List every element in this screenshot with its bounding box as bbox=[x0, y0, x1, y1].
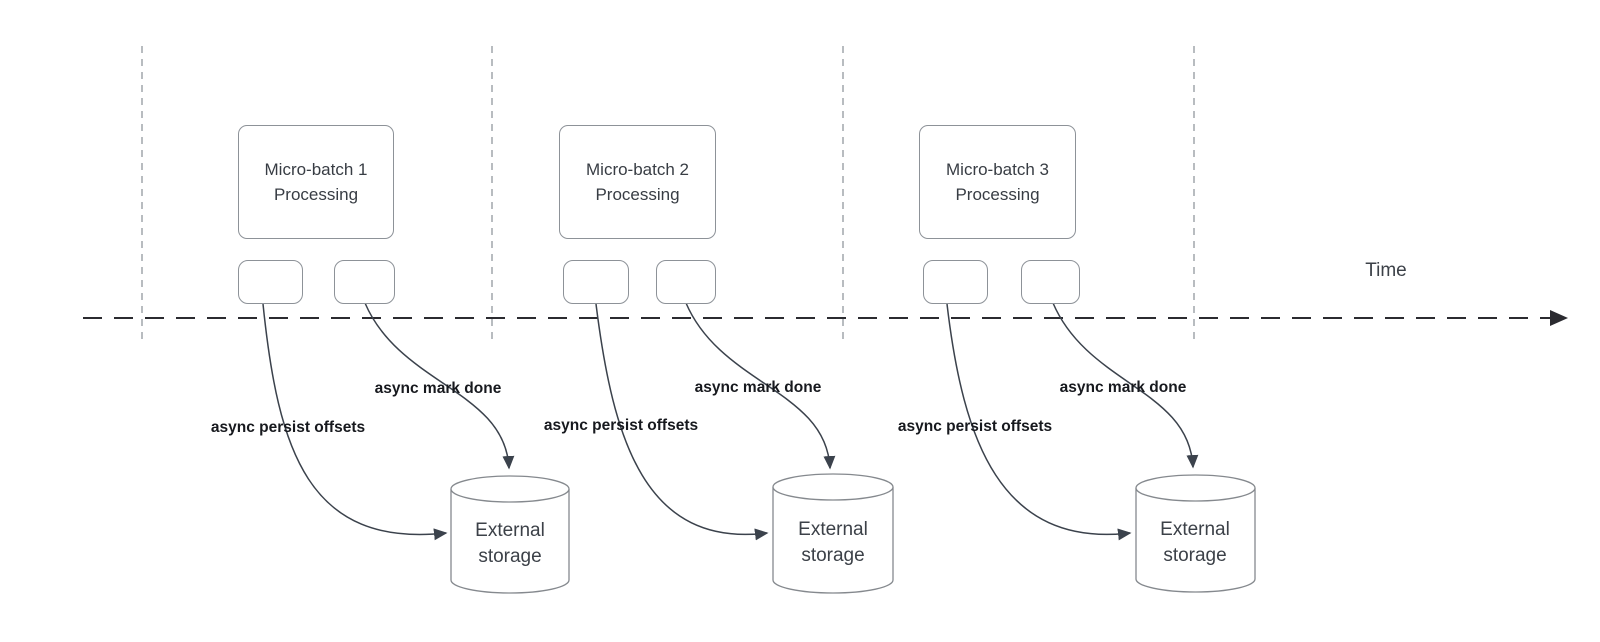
micro-batch-3-processing-box: Micro-batch 3 Processing bbox=[919, 125, 1076, 239]
mark-done-task-box-1 bbox=[334, 260, 395, 304]
micro-batch-1-title-line1: Micro-batch 1 bbox=[264, 160, 368, 179]
micro-batch-2-title-line2: Processing bbox=[595, 185, 680, 204]
micro-batch-1-title-line2: Processing bbox=[273, 185, 359, 204]
micro-batch-3-title-line2: Processing bbox=[955, 185, 1040, 204]
micro-batch-3-title-line1: Micro-batch 3 bbox=[946, 160, 1049, 179]
offset-task-box-2 bbox=[563, 260, 629, 304]
external-storage-cylinder-2 bbox=[772, 473, 894, 594]
offset-task-box-3 bbox=[923, 260, 988, 304]
persist-offsets-arrow-3 bbox=[946, 303, 1132, 541]
mark-done-label-2: async mark done bbox=[694, 379, 822, 396]
micro-batch-2-processing-box: Micro-batch 2 Processing bbox=[559, 125, 716, 239]
mark-done-arrow-2 bbox=[685, 302, 836, 470]
external-storage-cylinder-3 bbox=[1135, 474, 1256, 593]
mark-done-task-box-2 bbox=[656, 260, 716, 304]
mark-done-task-box-3 bbox=[1021, 260, 1080, 304]
time-axis-label: Time bbox=[1365, 260, 1407, 281]
mark-done-arrow-1 bbox=[364, 302, 515, 470]
external-storage-label-1: External storage bbox=[475, 520, 545, 567]
external-storage-label-2: External storage bbox=[798, 519, 868, 566]
persist-offsets-label-2: async persist offsets bbox=[543, 417, 699, 434]
persist-offsets-arrow-1 bbox=[262, 303, 448, 541]
mark-done-label-1: async mark done bbox=[374, 380, 502, 397]
persist-offsets-arrow-2 bbox=[595, 303, 769, 541]
persist-offsets-label-3: async persist offsets bbox=[897, 418, 1053, 435]
offset-task-box-1 bbox=[238, 260, 303, 304]
persist-offsets-label-1: async persist offsets bbox=[210, 419, 366, 436]
micro-batch-1-processing-box: Micro-batch 1 Processing bbox=[238, 125, 394, 239]
external-storage-cylinder-1 bbox=[450, 475, 570, 594]
micro-batch-2-title-line1: Micro-batch 2 bbox=[586, 160, 689, 179]
mark-done-arrow-3 bbox=[1052, 302, 1199, 469]
external-storage-label-3: External storage bbox=[1160, 519, 1230, 566]
mark-done-label-3: async mark done bbox=[1059, 379, 1187, 396]
